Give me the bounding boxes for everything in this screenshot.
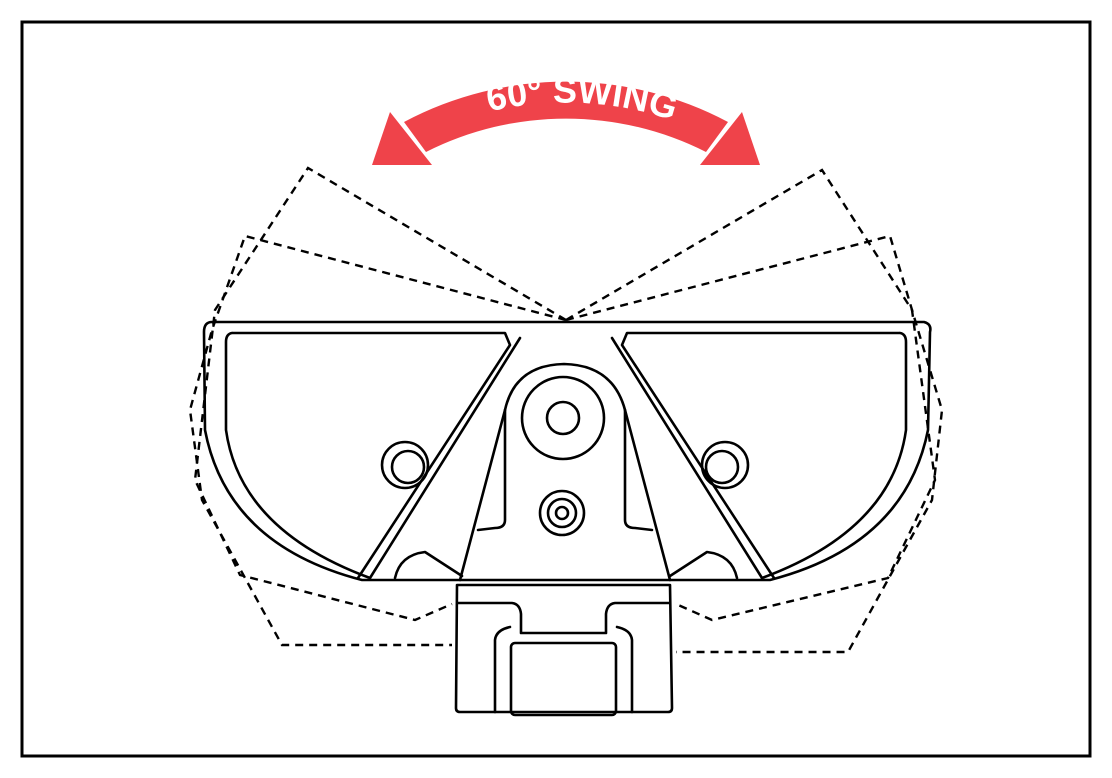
arrowhead-left — [372, 112, 432, 165]
bottom-lobes — [393, 550, 739, 580]
fastener-middle — [546, 497, 578, 529]
outer-outline — [202, 320, 932, 582]
fastener-inner — [554, 505, 570, 521]
ghost-right-30 — [565, 168, 937, 622]
base-block — [454, 583, 674, 714]
strut-left — [368, 336, 522, 580]
bolt-hole-left — [380, 440, 430, 490]
ghost-left-30 — [193, 166, 567, 622]
base-groove — [456, 601, 671, 635]
pivot-boss — [520, 375, 606, 461]
inner-panel-right — [620, 331, 908, 580]
pivot-hole — [545, 400, 581, 436]
swing-arrow: 60° SWING — [372, 69, 760, 165]
bolt-hole-right — [700, 440, 750, 490]
bolt-hole-right-inner — [704, 449, 740, 485]
inner-panel-left — [224, 331, 512, 580]
center-trapezoid — [458, 362, 672, 582]
base-mount — [454, 583, 674, 717]
arrowhead-right — [700, 112, 760, 165]
strut-right — [610, 336, 764, 580]
mount-body — [202, 320, 932, 582]
center-pads — [476, 408, 654, 532]
fastener-outer — [538, 489, 586, 537]
base-slot — [509, 641, 618, 717]
base-groove-inner — [493, 625, 634, 714]
ghost-positions — [188, 166, 944, 654]
bolt-hole-left-inner — [390, 449, 426, 485]
swing-arrow-band — [404, 81, 728, 152]
ghost-left-15 — [188, 234, 567, 647]
